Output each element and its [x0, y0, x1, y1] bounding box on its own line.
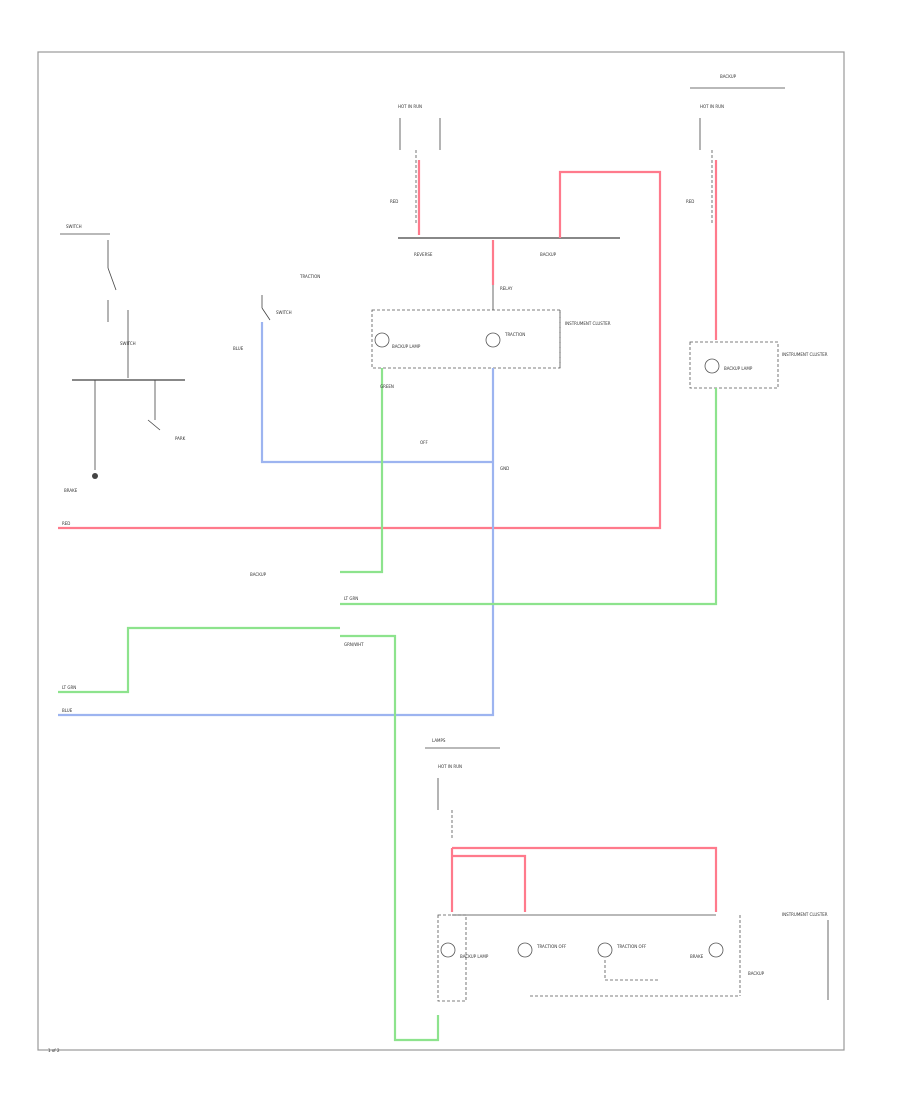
wire-label-blue-left: BLUE	[62, 708, 73, 713]
right-lamp-label: BACKUP LAMP	[724, 366, 753, 371]
cluster-label-bottom: INSTRUMENT CLUSTER	[782, 912, 828, 917]
traction-switch: TRACTION SWITCH BLUE	[233, 274, 320, 351]
traction-off-label: OFF	[420, 440, 428, 445]
right-panel-header: BACKUP	[720, 74, 737, 79]
red-feed-wire	[58, 170, 662, 530]
bottom-lamps-section: LAMPS HOT IN RUN BACKUP LAMP TRACTION OF…	[425, 738, 829, 1002]
bottom-lamp-label-3: TRACTION OFF	[616, 944, 647, 949]
center-lamp-label-2: TRACTION	[504, 332, 525, 337]
wire-label-blue-top: BLUE	[233, 346, 244, 351]
cluster-box-center	[371, 309, 561, 369]
fuse-block-center: HOT IN RUN RED	[390, 104, 441, 235]
red-wire-bottom-branch	[452, 846, 718, 912]
bus-label-reverse: REVERSE	[414, 252, 433, 257]
lamp-icon-bottom-1	[440, 942, 456, 958]
fuse-block-bottom-label: HOT IN RUN	[438, 764, 462, 769]
blue-wire	[260, 322, 493, 464]
green-wire-lower	[340, 634, 440, 1042]
backup-switch-area: SWITCH BRAKE SWITCH PARK	[60, 224, 186, 493]
diagram-frame	[37, 51, 845, 1051]
fuse-block-right: BACKUP HOT IN RUN RED	[686, 74, 785, 340]
bottom-lamp-label-2: TRACTION OFF	[536, 944, 567, 949]
cluster-box-right	[689, 341, 779, 389]
bottom-box-left	[437, 914, 467, 1002]
bottom-backup-note: BACKUP	[748, 971, 765, 976]
traction-switch-label: TRACTION	[299, 274, 320, 279]
green-wire-right	[340, 388, 718, 606]
ground-node-left	[92, 473, 98, 479]
bottom-lamp-label-1: BACKUP LAMP	[460, 954, 489, 959]
lamp-icon-center-2	[485, 332, 501, 348]
red-wire-bottom-mid	[452, 854, 527, 912]
lamp-icon-bottom-3	[597, 942, 613, 958]
wire-label-green-right: LT GRN	[344, 596, 358, 601]
wire-label-green-left: LT GRN	[62, 685, 76, 690]
bottom-section-header: LAMPS	[432, 738, 446, 743]
left-switch-label: SWITCH	[120, 341, 136, 346]
relay-label: RELAY	[500, 286, 513, 291]
cluster-label-center: INSTRUMENT CLUSTER	[565, 321, 611, 326]
traction-switch-sub: SWITCH	[276, 310, 292, 315]
page-marker: 1 of 2	[48, 1048, 60, 1053]
wire-label-green-center: GREEN	[380, 384, 394, 389]
green-wire-left	[58, 626, 340, 694]
fuse-block-center-label: HOT IN RUN	[398, 104, 422, 109]
wire-label-red-left: RED	[62, 521, 70, 526]
bottom-lamp-label-4: BRAKE	[690, 954, 704, 959]
ground-label-center: GND	[500, 466, 509, 471]
green-wire-center	[340, 368, 384, 574]
lamp-icon-bottom-4	[708, 942, 724, 958]
lamp-icon-center-1	[374, 332, 390, 348]
lamp-icon-bottom-2	[517, 942, 533, 958]
wire-label-red-right: RED	[686, 199, 694, 204]
brake-label: BRAKE	[64, 488, 78, 493]
bus-label-backup: BACKUP	[540, 252, 557, 257]
cluster-label-right: INSTRUMENT CLUSTER	[782, 352, 828, 357]
fuse-block-right-label: HOT IN RUN	[700, 104, 724, 109]
wire-label-green-lower: GRN/WHT	[344, 642, 364, 647]
park-label: PARK	[175, 436, 186, 441]
backup-note-label: BACKUP	[250, 572, 267, 577]
left-top-header: SWITCH	[66, 224, 82, 229]
wire-label-red-center: RED	[390, 199, 398, 204]
blue-wire-main	[58, 368, 495, 717]
center-lamp-label-1: BACKUP LAMP	[392, 344, 421, 349]
lamp-icon-right	[704, 358, 720, 374]
